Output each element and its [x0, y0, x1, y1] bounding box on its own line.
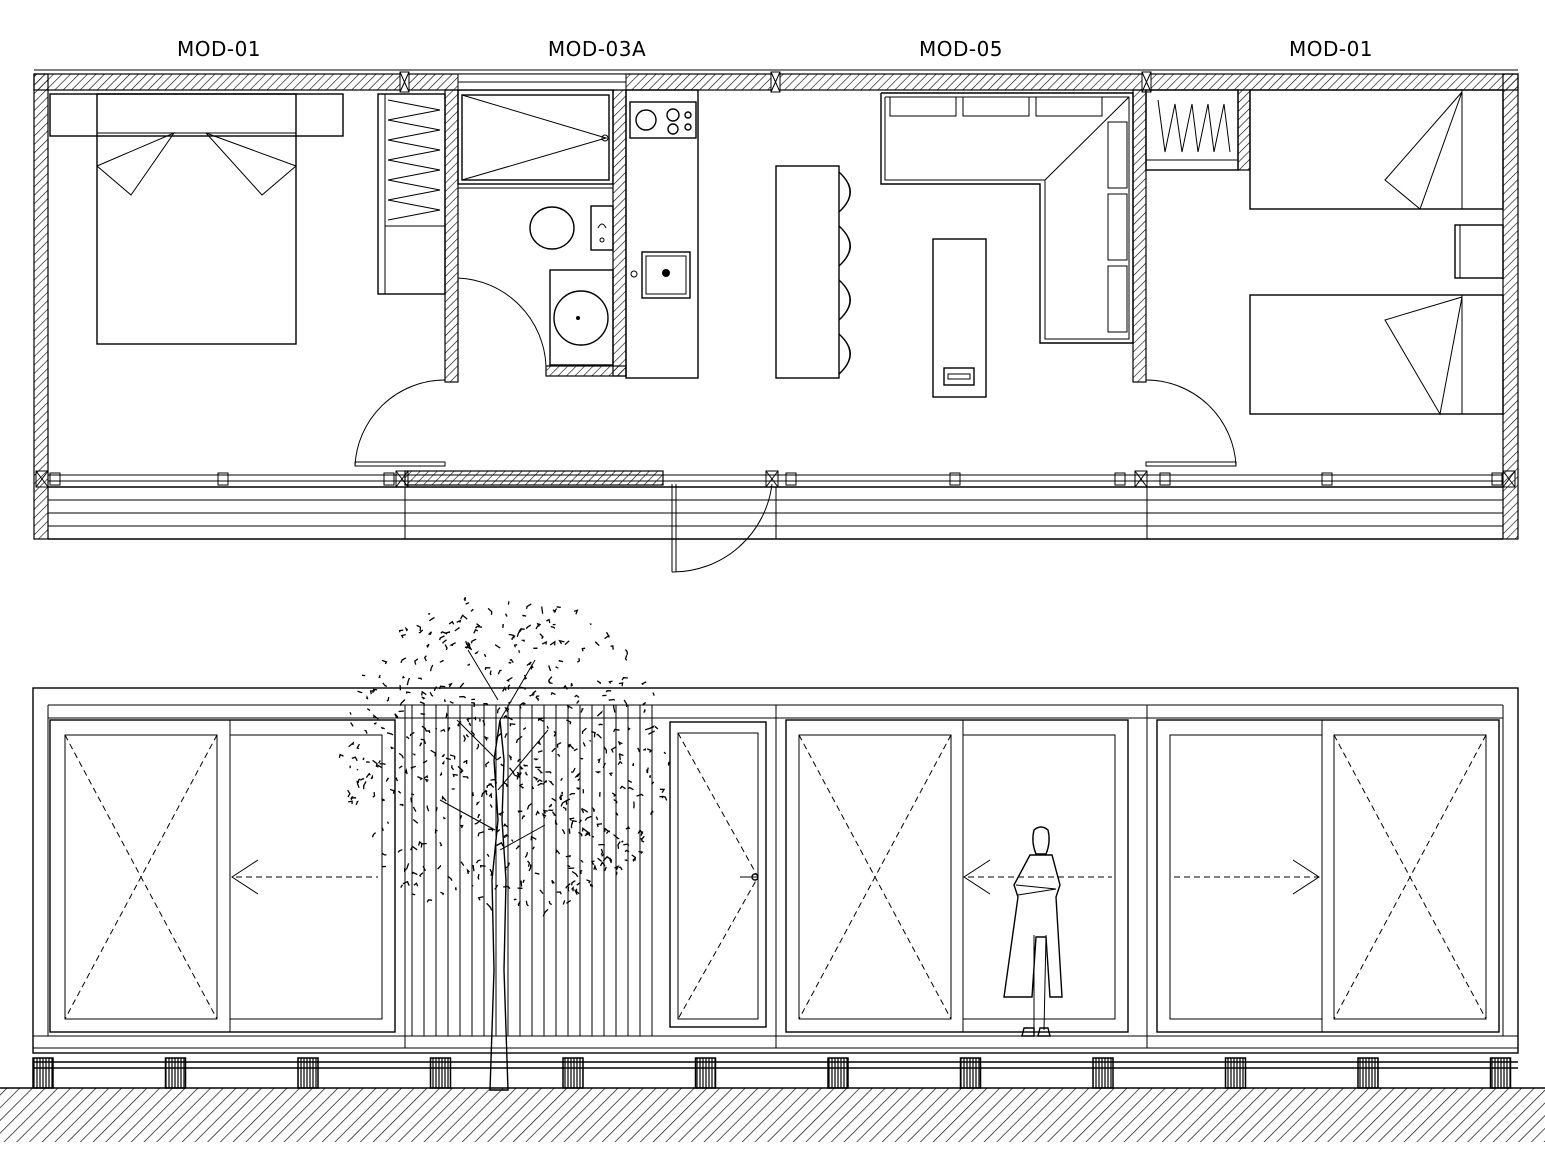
wood-cladding — [411, 705, 653, 1036]
floor-plan — [33, 69, 1519, 573]
support-post — [562, 1057, 584, 1089]
support-post — [827, 1057, 849, 1089]
elevation-base — [32, 1057, 1518, 1089]
elevation-door — [669, 721, 767, 1028]
support-post — [1224, 1057, 1247, 1089]
single-bed-bottom — [1249, 294, 1504, 416]
exterior-walls — [33, 69, 1519, 540]
corner-sofa — [880, 92, 1134, 344]
front-glazing — [35, 470, 1516, 488]
wardrobe-right — [1145, 89, 1239, 171]
nightstand — [1454, 224, 1504, 279]
bathroom — [457, 89, 614, 367]
coffee-table — [932, 238, 987, 398]
support-post — [1489, 1057, 1512, 1089]
kitchen-counter — [625, 89, 699, 379]
elevation-window-4 — [1156, 719, 1500, 1033]
arrow-right-icon — [1292, 859, 1320, 895]
plan-doors — [354, 379, 1237, 573]
person-figure — [1003, 826, 1063, 1037]
wardrobe-left — [377, 93, 446, 295]
module-label-3: MOD-05 — [919, 37, 1003, 61]
ground-hatch — [0, 1088, 1545, 1142]
support-post — [1357, 1057, 1379, 1089]
support-post — [32, 1057, 54, 1089]
elevation-window-3 — [785, 719, 1129, 1033]
support-post — [1092, 1057, 1114, 1089]
support-post — [297, 1057, 319, 1089]
module-label-2: MOD-03A — [548, 37, 646, 61]
module-label-4: MOD-01 — [1289, 37, 1373, 61]
support-post — [429, 1057, 452, 1089]
module-label-1: MOD-01 — [177, 37, 261, 61]
support-post — [959, 1057, 982, 1089]
elevation-window-1 — [49, 719, 396, 1033]
front-elevation — [0, 596, 1545, 1142]
module-labels: MOD-01 MOD-03A MOD-05 MOD-01 — [177, 37, 1373, 61]
double-bed — [49, 93, 344, 345]
arrow-left-icon — [231, 859, 259, 895]
interior-walls — [404, 89, 1251, 486]
tree — [338, 596, 671, 1091]
support-post — [694, 1057, 717, 1089]
arrow-left-icon — [963, 859, 991, 895]
support-post — [164, 1057, 187, 1089]
deck-plan — [47, 486, 1504, 540]
bar-table — [775, 165, 851, 379]
single-bed-top — [1249, 89, 1504, 210]
